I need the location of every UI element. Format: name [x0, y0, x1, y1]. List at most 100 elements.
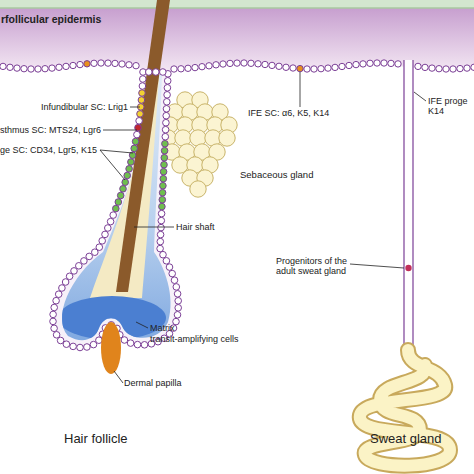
basal-cell	[77, 61, 83, 67]
basal-cell	[14, 65, 20, 71]
basal-cell	[91, 60, 97, 66]
follicle-cell	[63, 341, 70, 348]
follicle-cell	[136, 118, 143, 125]
follicle-cell	[77, 344, 84, 351]
hair-shaft	[116, 0, 170, 292]
part-label: Hair shaft	[176, 222, 215, 232]
bulge-stem-cell	[122, 179, 129, 186]
basal-cell	[346, 62, 352, 68]
basal-cell	[119, 61, 125, 67]
leader-line	[103, 130, 137, 131]
basal-cell	[395, 61, 401, 67]
follicle-cell	[140, 76, 147, 83]
follicle-cell	[164, 78, 171, 85]
follicle-cell	[164, 99, 171, 106]
structure-title: Sweat gland	[370, 432, 442, 447]
bulge-stem-cell	[113, 205, 120, 212]
basal-cell	[70, 62, 76, 68]
bulge-stem-cell	[124, 172, 131, 179]
basal-cell	[374, 60, 380, 66]
basal-cell	[311, 66, 317, 72]
follicle-cell	[102, 231, 109, 238]
follicle-cell	[141, 342, 148, 349]
basal-cell	[35, 66, 41, 72]
follicle-cell	[107, 218, 114, 225]
basal-cell	[262, 61, 268, 67]
basal-cell	[269, 62, 275, 68]
leader-line	[100, 150, 125, 180]
basal-cell	[42, 66, 48, 72]
stem-cell-label: IFE proge K14	[428, 96, 473, 117]
follicle-cell	[169, 270, 176, 277]
basal-cell	[227, 60, 233, 66]
follicle-cell	[62, 279, 69, 286]
ife-stem-cell	[84, 61, 90, 67]
follicle-cell	[166, 264, 173, 271]
epidermis-layer	[0, 8, 474, 71]
basal-cell	[220, 61, 226, 67]
follicle-cell	[157, 238, 164, 245]
sweat-duct-wall	[412, 60, 413, 355]
basal-cell	[367, 60, 373, 66]
basal-cell	[28, 66, 34, 72]
follicle-cell	[162, 126, 169, 133]
follicle-cell	[158, 224, 165, 231]
follicle-cell	[53, 297, 60, 304]
basal-cell	[304, 66, 310, 72]
dermal-papilla	[101, 322, 121, 374]
basal-cell	[98, 60, 104, 66]
follicle-cell	[160, 251, 167, 258]
surface-line	[0, 7, 474, 9]
follicle-cell	[51, 304, 58, 311]
bulge-stem-cell	[126, 166, 133, 173]
follicle-cell	[162, 133, 169, 140]
basal-cell	[318, 66, 324, 72]
sebocyte	[190, 181, 206, 197]
sweat-duct-lumen	[404, 60, 413, 355]
basal-cell	[241, 60, 247, 66]
follicle-cell	[121, 337, 128, 344]
basal-cell	[471, 64, 474, 70]
bulge-stem-cell	[160, 182, 167, 189]
basal-cell	[339, 63, 345, 69]
bulge-stem-cell	[162, 140, 169, 147]
follicle-cell	[55, 291, 62, 298]
follicle-cell	[157, 245, 164, 252]
follicle-cell	[174, 312, 181, 319]
part-label: Dermal papilla	[124, 378, 182, 388]
basal-cell	[234, 60, 240, 66]
bulge-stem-cell	[132, 138, 139, 145]
basal-cell	[443, 66, 449, 72]
basal-cell	[0, 63, 6, 69]
bulge-stem-cell	[159, 189, 166, 196]
infundibular-stem-cell	[137, 111, 144, 118]
basal-cell	[63, 63, 69, 69]
leader-line	[114, 371, 123, 383]
bulge-stem-cell	[160, 175, 167, 182]
basal-cell	[353, 61, 359, 67]
basal-cell	[388, 60, 394, 66]
follicle-cell	[174, 291, 181, 298]
follicle-cell	[146, 69, 153, 76]
follicle-cell	[163, 119, 170, 126]
bulge-stem-cell	[161, 154, 168, 161]
bulge-stem-cell	[131, 145, 138, 152]
infundibular-stem-cell	[139, 90, 146, 97]
bulge-stem-cell	[161, 161, 168, 168]
follicle-cell	[50, 311, 57, 318]
basal-cell	[21, 66, 27, 72]
basal-cell	[450, 66, 456, 72]
follicle-cell	[175, 305, 182, 312]
bulge-stem-cell	[159, 203, 166, 210]
bulge-stem-cell	[115, 199, 122, 206]
follicle-cell	[175, 298, 182, 305]
leader-line	[136, 322, 148, 328]
basal-cell	[112, 60, 118, 66]
part-label: Progenitors of the adult sweat gland	[276, 256, 356, 277]
basal-cell	[332, 64, 338, 70]
ife-stem-cell	[297, 65, 303, 71]
follicle-cell	[84, 344, 91, 351]
leader-line	[414, 92, 426, 101]
follicle-cell	[157, 231, 164, 238]
